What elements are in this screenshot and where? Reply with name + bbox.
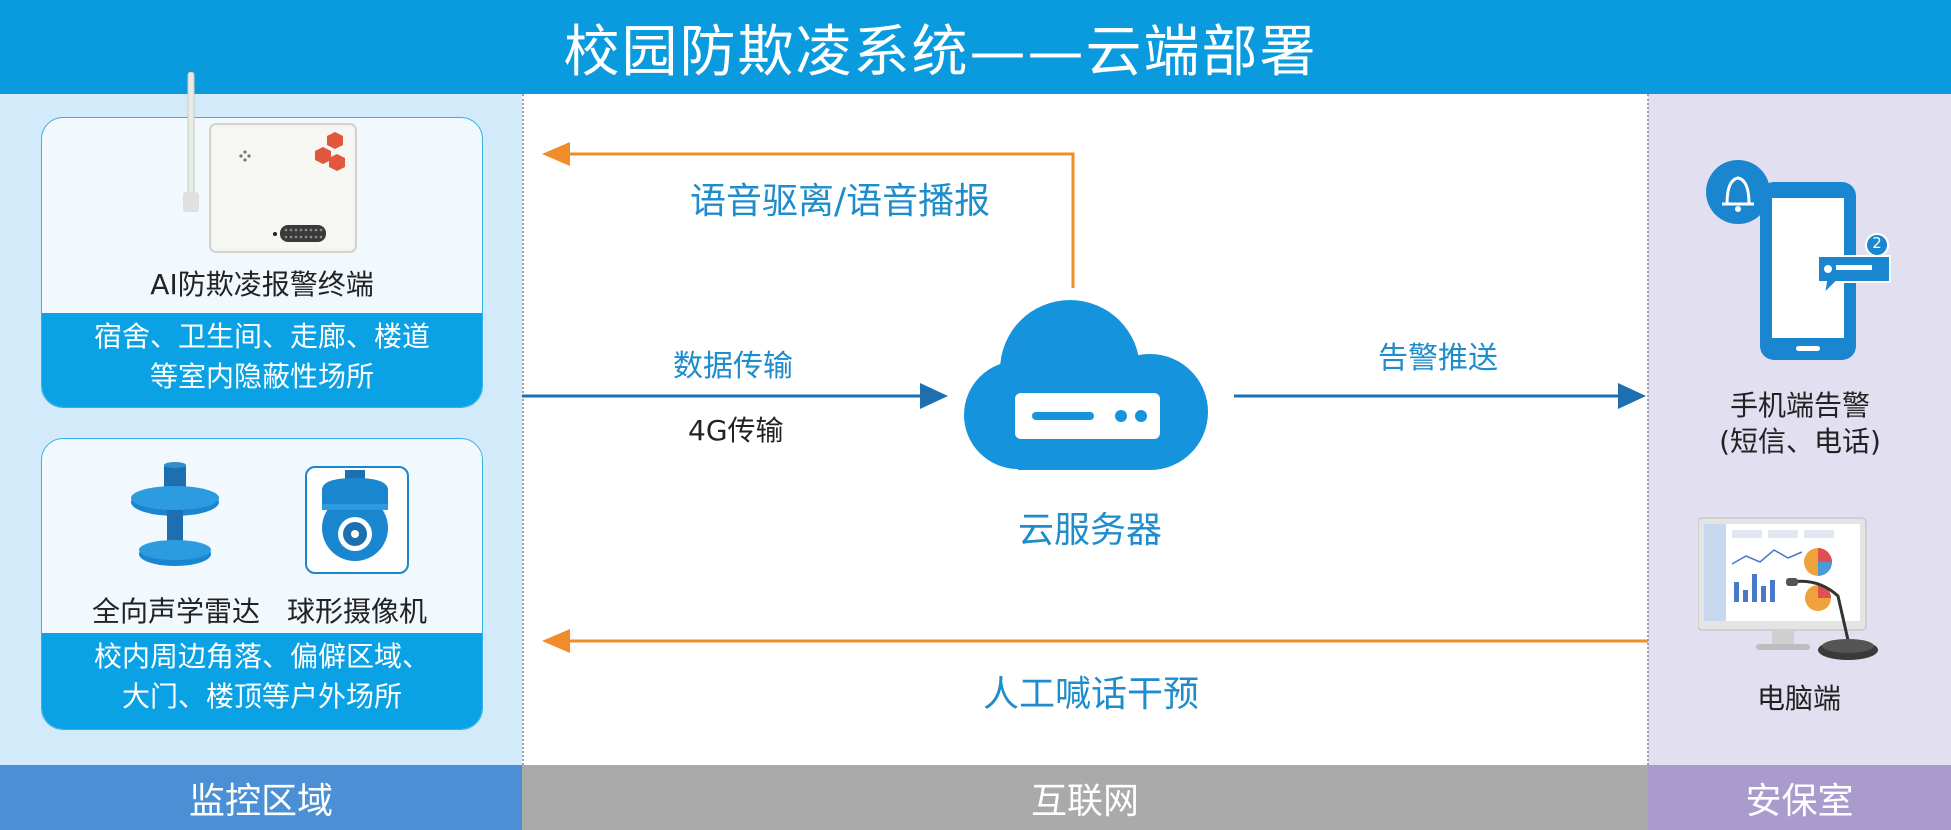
outdoor-scenes-band: 校内周边角落、偏僻区域、 大门、楼顶等户外场所 xyxy=(42,633,482,729)
pc-terminal-icon xyxy=(1698,517,1878,660)
phone-alert-icon xyxy=(1706,160,1891,360)
outdoor-devices-card: 校内周边角落、偏僻区域、 大门、楼顶等户外场所 xyxy=(41,438,483,730)
zone-label-internet: 互联网 xyxy=(522,765,1648,830)
outdoor-scenes-line2: 大门、楼顶等户外场所 xyxy=(121,680,402,713)
manual-shout-arrow xyxy=(542,629,1648,653)
pc-terminal-label: 电脑端 xyxy=(1756,682,1842,715)
phone-alert-label-line2: (短信、电话) xyxy=(1719,425,1881,458)
phone-alert-label-line1: 手机端告警 xyxy=(1729,389,1871,422)
page-title: 校园防欺凌系统——云端部署 xyxy=(563,19,1318,85)
manual-shout-label: 人工喊话干预 xyxy=(983,674,1200,715)
zone-label-security-text: 安保室 xyxy=(1745,780,1854,822)
zone-divider-left xyxy=(522,94,524,765)
zone-label-internet-text: 互联网 xyxy=(1030,780,1139,822)
4g-transmission-label: 4G传输 xyxy=(688,414,784,447)
zone-label-security: 安保室 xyxy=(1648,765,1951,830)
acoustic-radar-label: 全向声学雷达 xyxy=(91,595,261,628)
acoustic-radar-icon xyxy=(131,462,219,566)
zone-label-monitoring: 监控区域 xyxy=(0,765,522,830)
dome-camera-label: 球形摄像机 xyxy=(286,595,428,628)
page-title-bar: 校园防欺凌系统——云端部署 xyxy=(0,0,1951,94)
data-transmission-arrow xyxy=(522,383,948,409)
alarm-push-label: 告警推送 xyxy=(1378,341,1498,376)
zone-divider-right xyxy=(1647,94,1649,765)
voice-arrow xyxy=(542,142,1075,288)
zone-label-monitoring-text: 监控区域 xyxy=(188,780,333,822)
indoor-scenes-line1: 宿舍、卫生间、走廊、楼道 xyxy=(93,320,430,353)
alarm-push-arrow xyxy=(1234,383,1646,409)
dome-camera-icon xyxy=(322,470,388,561)
ai-terminal-label: AI防欺凌报警终端 xyxy=(150,268,374,301)
cloud-server-icon xyxy=(964,300,1208,470)
data-transmission-label: 数据传输 xyxy=(673,349,793,384)
indoor-scenes-line2: 等室内隐蔽性场所 xyxy=(149,360,374,393)
voice-dispel-label: 语音驱离/语音播报 xyxy=(690,181,991,222)
ai-alarm-terminal-icon xyxy=(183,72,357,253)
cloud-server-label: 云服务器 xyxy=(1017,510,1163,551)
indoor-scenes-band: 宿舍、卫生间、走廊、楼道 等室内隐蔽性场所 xyxy=(42,313,482,407)
notification-badge: 2 xyxy=(1872,234,1882,252)
outdoor-scenes-line1: 校内周边角落、偏僻区域、 xyxy=(93,640,430,673)
